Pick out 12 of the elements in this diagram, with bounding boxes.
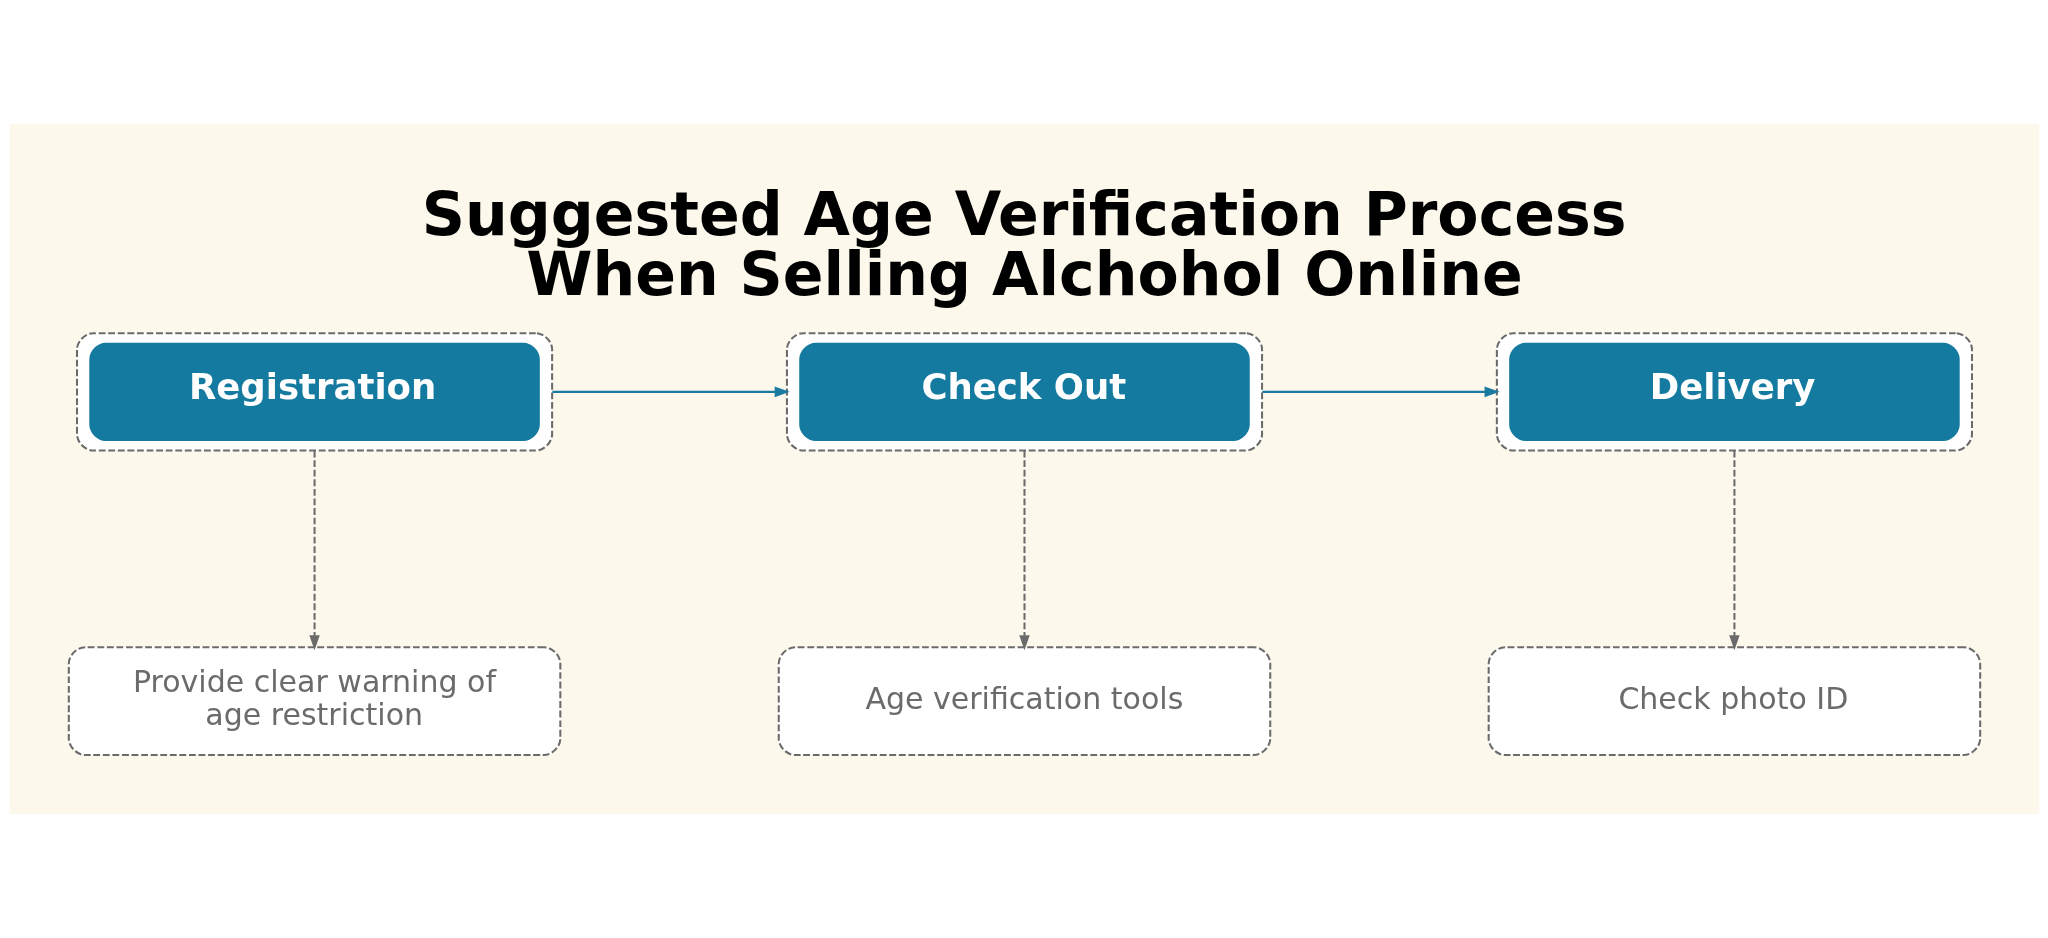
arrow: [1728, 450, 1740, 651]
node-box: Check photo ID: [1487, 646, 1981, 757]
arrow: [551, 386, 790, 398]
arrow: [308, 450, 320, 651]
node-box: Delivery: [1495, 332, 1973, 452]
node-box: Age verification tools: [777, 646, 1271, 757]
node-box: Check Out: [785, 332, 1263, 452]
node-box: Provide clear warning of age restriction: [67, 646, 561, 757]
node-box: Registration: [75, 332, 553, 452]
arrow: [1261, 386, 1500, 398]
arrow: [1018, 450, 1030, 651]
diagram-title: Suggested Age Verification Process When Selling Alchohol Online: [421, 179, 1626, 310]
